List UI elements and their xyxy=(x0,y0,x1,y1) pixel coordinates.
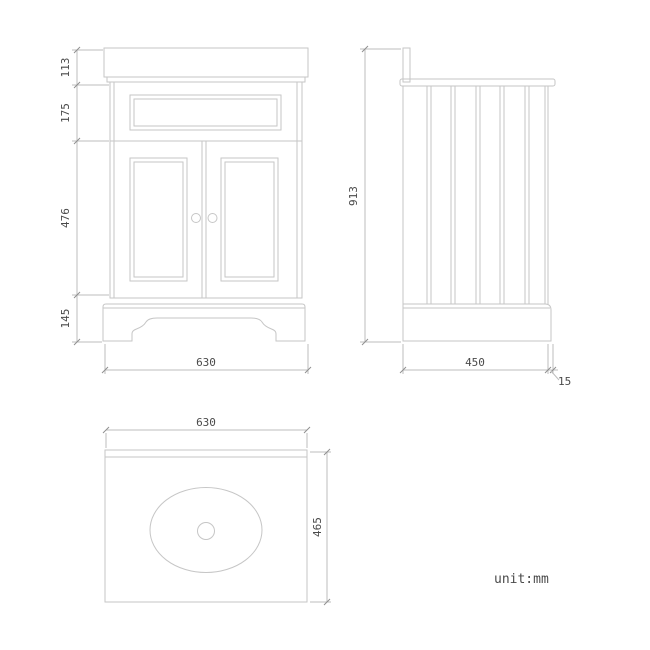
front-right-door-panel-outer xyxy=(220,157,279,282)
dim-label-counter-overhang: 15 xyxy=(558,375,571,388)
side-countertop xyxy=(399,78,556,87)
dimension-tick xyxy=(73,137,81,145)
dim-label-top-depth: 465 xyxy=(311,517,324,537)
front-width-dimension: 630 xyxy=(101,344,312,374)
top-width-dimension: 630 xyxy=(102,416,311,448)
side-view xyxy=(399,47,556,342)
front-apron-panel-inner xyxy=(133,98,278,127)
dim-label-cabinet-depth: 450 xyxy=(465,356,485,369)
unit-label: unit:mm xyxy=(494,572,549,587)
dimension-tick xyxy=(304,366,312,374)
dim-label-plinth-height: 145 xyxy=(59,309,72,329)
top-depth-dimension: 465 xyxy=(310,448,331,606)
dimension-tick xyxy=(101,366,109,374)
side-depth-dimension: 450 15 xyxy=(399,344,571,388)
dimension-tick xyxy=(73,81,81,89)
front-left-door-panel-inner xyxy=(133,161,184,278)
top-view xyxy=(104,449,308,603)
dim-label-apron-height: 175 xyxy=(59,103,72,123)
dimension-tick xyxy=(544,366,552,374)
front-countertop xyxy=(103,47,309,78)
dimension-tick xyxy=(102,426,110,434)
dim-label-top-width: 630 xyxy=(196,416,216,429)
dimension-tick xyxy=(361,338,369,346)
front-height-dimensions: 113 175 476 145 xyxy=(59,46,109,346)
front-right-door-knob xyxy=(207,213,218,223)
dim-label-front-width: 630 xyxy=(196,356,216,369)
dim-label-door-height: 476 xyxy=(59,208,72,228)
dimension-tick xyxy=(323,448,331,456)
dimension-tick xyxy=(73,338,81,346)
top-basin-oval xyxy=(149,487,263,573)
overhang-leader-line xyxy=(550,370,560,381)
dimension-tick xyxy=(549,366,557,374)
front-plinth xyxy=(102,303,306,342)
top-drain-hole xyxy=(197,522,215,540)
front-left-door-knob xyxy=(191,213,201,223)
dimension-tick xyxy=(73,46,81,54)
side-plank-lines xyxy=(426,86,530,304)
side-backsplash xyxy=(402,47,411,83)
top-countertop xyxy=(104,449,308,603)
front-countertop-edge xyxy=(106,76,306,83)
side-plinth xyxy=(402,303,552,342)
dim-label-counter-height: 113 xyxy=(59,58,72,78)
dimension-tick xyxy=(323,598,331,606)
dim-label-total-height: 913 xyxy=(347,186,360,206)
front-right-door-panel-inner xyxy=(224,161,275,278)
dimension-tick xyxy=(361,45,369,53)
dimension-tick xyxy=(303,426,311,434)
front-view xyxy=(102,47,309,342)
dimension-tick xyxy=(399,366,407,374)
front-left-door-panel-outer xyxy=(129,157,188,282)
front-apron-panel-outer xyxy=(129,94,282,131)
dimension-tick xyxy=(73,291,81,299)
side-height-dimension: 913 xyxy=(347,45,401,346)
